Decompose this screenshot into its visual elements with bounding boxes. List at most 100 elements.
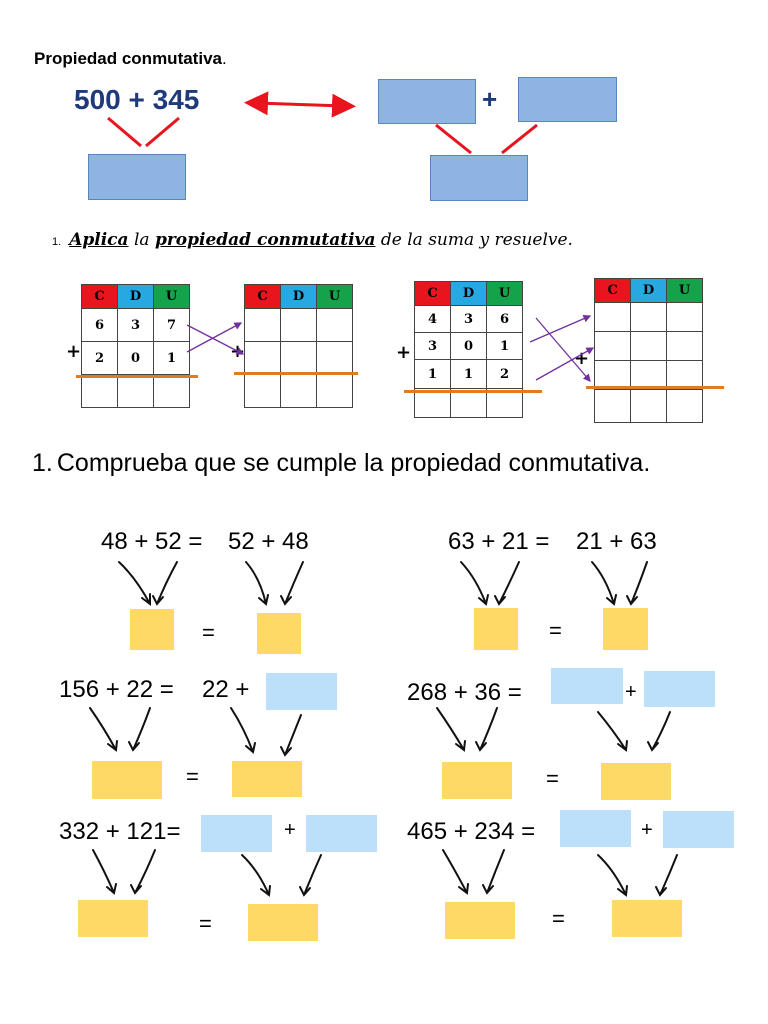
sum-line [404,390,542,393]
blank-box[interactable] [644,671,715,707]
header-c: C [414,281,451,306]
arrow-icon [186,324,245,355]
exercise-1-left: 48 + 52 = [101,528,203,555]
answer-box[interactable] [445,902,515,939]
exercise-3-right: 22 + [202,676,250,703]
cell: 0 [450,332,487,360]
equals-sign: = [186,764,199,789]
header-d: D [630,278,667,303]
exercise-2-right: 21 + 63 [576,528,657,555]
answer-cell[interactable] [630,360,667,390]
sum-line [586,386,724,389]
blank-box[interactable] [201,815,272,852]
answer-cell[interactable] [486,388,523,418]
page-title: Propiedad conmutativa. [34,49,227,68]
cell: 6 [81,308,118,342]
answer-cell[interactable] [594,389,631,423]
instruction-text: 1.Aplica la propiedad conmutativa de la … [52,230,573,250]
answer-cell[interactable] [666,331,703,361]
cell: 6 [486,305,523,333]
answer-cell[interactable] [316,308,353,342]
connector-line [501,123,538,155]
answer-cell[interactable] [81,374,118,408]
answer-cell[interactable] [666,389,703,423]
table1-plus-sign: + [66,341,82,362]
blank-box[interactable] [306,815,377,852]
cell: 1 [414,359,451,389]
arrow-icon [529,315,592,343]
header-d: D [450,281,487,306]
answer-box[interactable] [442,762,512,799]
equals-sign: = [549,618,562,643]
blank-box[interactable] [266,673,337,710]
exercise-6-left: 465 + 234 = [407,818,536,845]
header-d: D [117,284,154,309]
connector-line [107,116,142,148]
answer-cell[interactable] [414,388,451,418]
header-c: C [81,284,118,309]
answer-box[interactable] [601,763,671,800]
answer-box[interactable] [78,900,148,937]
connector-line [435,123,472,155]
sum-line [76,375,198,378]
plus-sign: + [284,819,296,841]
example-addend-box-1[interactable] [378,79,476,124]
section2-heading: 1.Comprueba que se cumple la propiedad c… [32,449,651,477]
example-addend-box-2[interactable] [518,77,617,122]
arrow-icon [535,347,595,381]
blank-box[interactable] [551,668,623,704]
answer-cell[interactable] [244,374,281,408]
exercise-1-right: 52 + 48 [228,528,309,555]
header-u: U [153,284,190,309]
arrow-icon [535,317,591,382]
double-arrow-icon [244,91,356,118]
answer-cell[interactable] [244,308,281,342]
example-result-box-right[interactable] [430,155,528,201]
answer-cell[interactable] [316,374,353,408]
header-u: U [666,278,703,303]
answer-cell[interactable] [630,389,667,423]
equals-sign: = [199,911,212,936]
example-expression: 500 + 345 [74,84,200,115]
exercise-2-left: 63 + 21 = [448,528,550,555]
example-result-box-left[interactable] [88,154,186,200]
answer-cell[interactable] [450,388,487,418]
cell: 4 [414,305,451,333]
cell: 2 [81,341,118,375]
answer-box[interactable] [474,608,518,650]
hand-arrows [89,561,678,897]
equals-sign: = [546,766,559,791]
cell: 1 [450,359,487,389]
header-c: C [594,278,631,303]
arrow-icon [186,322,243,353]
equals-sign: = [202,620,215,645]
exercise-3-left: 156 + 22 = [59,676,174,703]
answer-cell[interactable] [630,331,667,361]
exercise-5-left: 332 + 121= [59,818,181,845]
answer-box[interactable] [248,904,318,941]
header-c: C [244,284,281,309]
answer-box[interactable] [232,761,302,797]
header-u: U [316,284,353,309]
answer-box[interactable] [603,608,648,650]
example-plus-sign: + [482,84,498,114]
exercise-4-left: 268 + 36 = [407,679,522,706]
answer-box[interactable] [92,761,162,799]
table4-plus-sign: + [574,348,590,369]
cell: 1 [153,341,190,375]
sum-line [234,372,358,375]
blank-box[interactable] [663,811,734,848]
answer-box[interactable] [612,900,682,937]
table3-plus-sign: + [396,342,412,363]
answer-box[interactable] [130,609,174,650]
blank-box[interactable] [560,810,631,847]
answer-cell[interactable] [280,374,317,408]
equals-sign: = [552,906,565,931]
answer-box[interactable] [257,613,301,654]
connector-line [145,116,180,148]
